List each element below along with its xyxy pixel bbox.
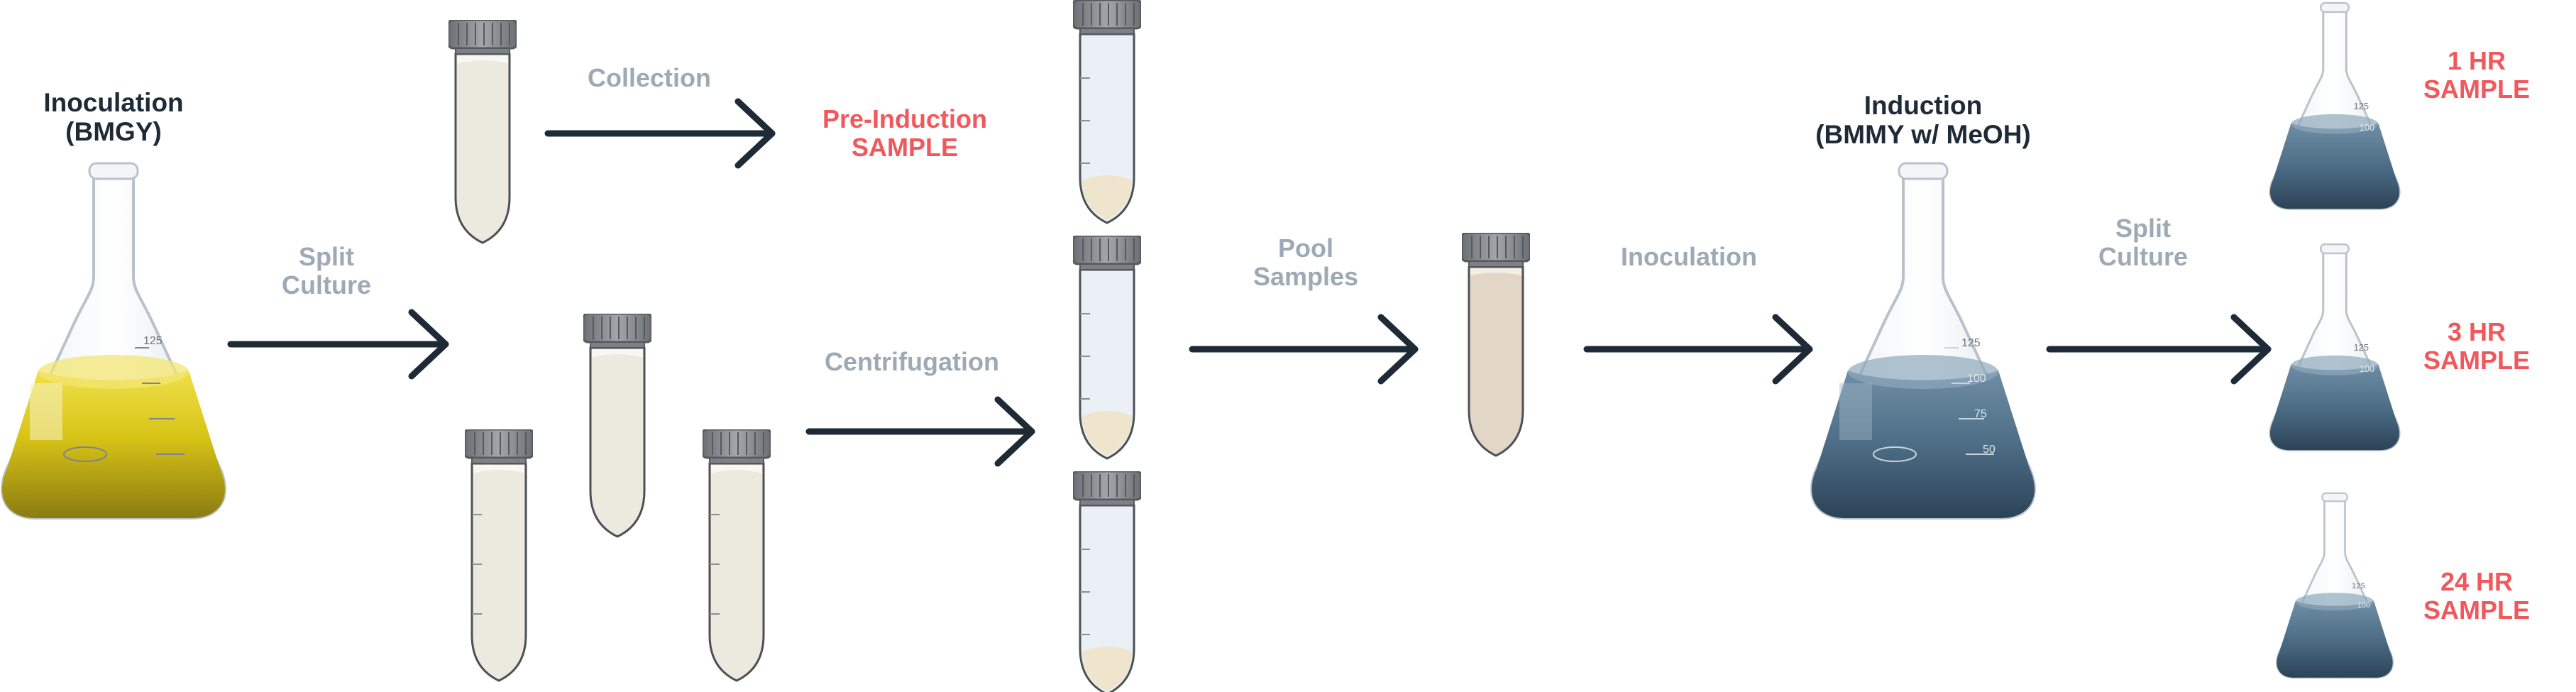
arrow-right-icon xyxy=(1583,314,1813,385)
pool-samples-label: Pool Samples xyxy=(1253,234,1359,292)
arrow-right-icon xyxy=(1189,314,1419,385)
centrifuge-tube-icon xyxy=(583,314,651,538)
svg-text:100: 100 xyxy=(2360,363,2374,374)
sample-1hr-label: 1 HR SAMPLE xyxy=(2423,46,2530,104)
svg-text:100: 100 xyxy=(2357,601,2370,610)
svg-text:125: 125 xyxy=(2352,582,2365,591)
erlenmeyer-flask-icon: 125 100 75 50 xyxy=(1810,162,2036,520)
erlenmeyer-flask-icon: 125 100 xyxy=(2269,243,2401,451)
centrifuge-tube-icon xyxy=(448,20,517,244)
arrow-right-icon xyxy=(227,309,449,380)
collection-label: Collection xyxy=(587,63,711,92)
svg-text:75: 75 xyxy=(1974,408,1987,420)
pre-induction-sample-label: Pre-Induction SAMPLE xyxy=(822,104,987,163)
centrifugation-label: Centrifugation xyxy=(825,347,999,376)
svg-text:125: 125 xyxy=(2354,342,2369,353)
svg-text:50: 50 xyxy=(1983,444,1996,456)
split-culture-label: Split Culture xyxy=(2098,214,2188,272)
svg-text:125: 125 xyxy=(143,335,163,347)
inoculation-label: Inoculation xyxy=(1621,242,1757,271)
erlenmeyer-flask-icon: 125 100 xyxy=(2269,2,2401,210)
arrow-right-icon xyxy=(805,396,1035,467)
split-culture-label: Split Culture xyxy=(282,242,371,300)
centrifuge-tube-icon xyxy=(465,429,533,682)
sample-3hr-label: 3 HR SAMPLE xyxy=(2423,317,2530,375)
arrow-right-icon xyxy=(544,98,776,169)
centrifuge-tube-icon xyxy=(1462,233,1530,457)
inoculation-bmgy-label: Inoculation (BMGY) xyxy=(43,88,184,147)
svg-text:125: 125 xyxy=(1961,337,1981,349)
centrifuge-tube-icon xyxy=(1073,471,1141,692)
centrifuge-tube-icon xyxy=(1073,236,1141,460)
centrifuge-tube-icon xyxy=(1073,0,1141,224)
sample-24hr-label: 24 HR SAMPLE xyxy=(2423,567,2530,625)
erlenmeyer-flask-icon: 125 xyxy=(1,162,226,520)
svg-text:125: 125 xyxy=(2354,101,2369,111)
svg-text:100: 100 xyxy=(1967,373,1986,385)
erlenmeyer-flask-icon: 125 100 xyxy=(2276,492,2394,679)
arrow-right-icon xyxy=(2046,314,2272,385)
svg-text:100: 100 xyxy=(2360,122,2374,133)
induction-label: Induction (BMMY w/ MeOH) xyxy=(1815,91,2031,150)
centrifuge-tube-icon xyxy=(703,429,771,682)
